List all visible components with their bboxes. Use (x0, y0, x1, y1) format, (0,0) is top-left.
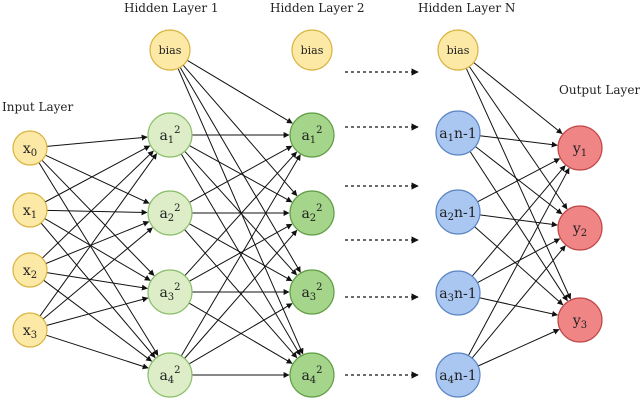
edge-bias-hidden1-to-hidden2-2 (179, 66, 301, 273)
edge-hiddenN-1-to-output-1 (479, 214, 558, 228)
hidden-layer-2-title: Hidden Layer 2 (270, 1, 365, 15)
hiddenN-neuron-3-label: a4n-1 (439, 368, 476, 386)
output-neuron-2 (557, 297, 603, 343)
hiddenN-neuron-3 (435, 352, 481, 398)
edge-input-2-to-hidden1-0 (41, 150, 154, 259)
edge-hiddenN-2-to-output-2 (479, 297, 559, 317)
edge-bias-hiddenN-to-output-1 (468, 66, 568, 210)
edge-hidden1-3-to-hidden2-0 (180, 154, 301, 357)
edge-input-0-to-hidden1-2 (41, 159, 155, 276)
edge-bias-hiddenN-to-output-0 (473, 62, 563, 134)
hidden1-bias-node (149, 29, 191, 71)
output-neuron-1-label: y2 (572, 221, 587, 239)
edge-hiddenN-1-to-output-0 (477, 158, 561, 203)
edge-hiddenN-2-to-output-1 (477, 238, 561, 284)
input-neuron-3 (12, 312, 48, 348)
edge-input-2-to-hidden1-1 (45, 220, 150, 265)
edge-hiddenN-1-to-output-2 (474, 226, 564, 306)
hiddenN-neuron-0 (435, 110, 481, 156)
hidden1-neuron-2-label: a32 (159, 282, 180, 303)
edge-hidden1-1-to-hidden2-3 (184, 229, 298, 359)
input-neuron-2 (12, 252, 48, 288)
hiddenN-bias-label: bias (447, 44, 470, 57)
input-neuron-2-label: x2 (23, 263, 37, 281)
edge-hiddenN-2-to-output-0 (471, 165, 566, 277)
ellipsis-connections (345, 68, 419, 379)
output-neuron-0-label: y1 (572, 141, 587, 159)
edge-input-3-to-hidden1-1 (42, 227, 153, 320)
output-layer-title: Output Layer (559, 83, 640, 97)
edge-hiddenN-0-to-output-2 (469, 151, 568, 302)
edge-hidden1-3-to-hidden2-2 (188, 303, 293, 365)
input-neuron-3-label: x3 (23, 323, 37, 341)
edge-input-2-to-hidden1-3 (43, 279, 153, 362)
hiddenN-neuron-2 (435, 270, 481, 316)
hiddenN-bias-node (437, 29, 479, 71)
hidden2-neuron-1-label: a22 (301, 203, 322, 224)
hidden1-neuron-3 (147, 352, 193, 398)
input-neuron-0 (12, 130, 48, 166)
edge-hidden1-1-to-hidden2-0 (189, 145, 293, 203)
edge-bias-hidden1-to-hidden2-3 (177, 68, 304, 355)
hidden1-neuron-0 (147, 112, 193, 158)
hidden-layer-n-title: Hidden Layer N (418, 1, 515, 15)
hiddenN-neuron-2-label: a3n-1 (439, 286, 476, 304)
edge-bias-hidden1-to-hidden2-1 (182, 64, 298, 197)
input-neuron-0-label: x0 (23, 141, 37, 159)
hidden2-bias-label: bias (301, 44, 324, 57)
edge-bias-hiddenN-to-output-2 (465, 67, 572, 300)
input-neuron-1-label: x1 (23, 203, 37, 221)
edge-input-1-to-hidden1-3 (40, 222, 156, 358)
output-neuron-0 (557, 125, 603, 171)
hidden2-neuron-1 (289, 190, 335, 236)
hidden2-bias-node (291, 29, 333, 71)
edge-input-3-to-hidden1-2 (46, 296, 149, 326)
edge-hidden1-2-to-hidden2-1 (188, 223, 293, 282)
hidden1-neuron-1 (147, 190, 193, 236)
edge-bias-hidden1-to-hidden2-0 (186, 59, 293, 124)
edge-input-0-to-hidden1-1 (45, 154, 150, 204)
edge-input-1-to-hidden1-2 (44, 218, 151, 281)
output-neuron-1 (557, 205, 603, 251)
edge-input-0-to-hidden1-0 (46, 134, 148, 147)
output-neuron-2-label: y3 (572, 313, 587, 331)
hidden1-neuron-1-label: a22 (159, 203, 180, 224)
hiddenN-neuron-1-label: a2n-1 (439, 205, 476, 223)
connections (38, 59, 572, 378)
hidden2-neuron-0-label: a12 (301, 125, 322, 146)
neurons: x0 x1 x2 x3 a12 a22 a32 a42 a12 a22 a32 a42 a1n-1 a2n… (12, 29, 603, 398)
hidden1-neuron-3-label: a42 (159, 365, 180, 386)
hidden2-neuron-3 (289, 352, 335, 398)
edge-input-3-to-hidden1-3 (46, 334, 149, 370)
edge-hidden1-3-to-hidden2-1 (184, 229, 298, 359)
hidden1-neuron-0-label: a12 (159, 125, 180, 146)
hidden2-neuron-2-label: a32 (301, 282, 322, 303)
input-layer-title: Input Layer (2, 100, 74, 114)
hidden2-neuron-3-label: a42 (301, 365, 322, 386)
input-neuron-1 (12, 192, 48, 228)
edge-input-3-to-hidden1-0 (39, 153, 158, 317)
edge-input-1-to-hidden1-0 (44, 145, 151, 203)
hidden2-neuron-2 (289, 269, 335, 315)
edge-hiddenN-3-to-output-0 (467, 167, 570, 356)
edge-hiddenN-3-to-output-1 (471, 245, 566, 359)
hiddenN-neuron-1 (435, 189, 481, 235)
edge-hiddenN-0-to-output-0 (479, 135, 558, 148)
hiddenN-neuron-0-label: a1n-1 (439, 126, 476, 144)
edge-hidden1-2-to-hidden2-0 (184, 151, 298, 277)
hidden1-bias-label: bias (159, 44, 182, 57)
hidden-layer-1-title: Hidden Layer 1 (124, 1, 219, 15)
edge-input-2-to-hidden1-2 (46, 272, 148, 291)
hidden1-neuron-2 (147, 269, 193, 315)
edge-hiddenN-3-to-output-2 (477, 328, 560, 367)
edge-input-1-to-hidden1-1 (46, 209, 148, 216)
hidden2-neuron-0 (289, 112, 335, 158)
